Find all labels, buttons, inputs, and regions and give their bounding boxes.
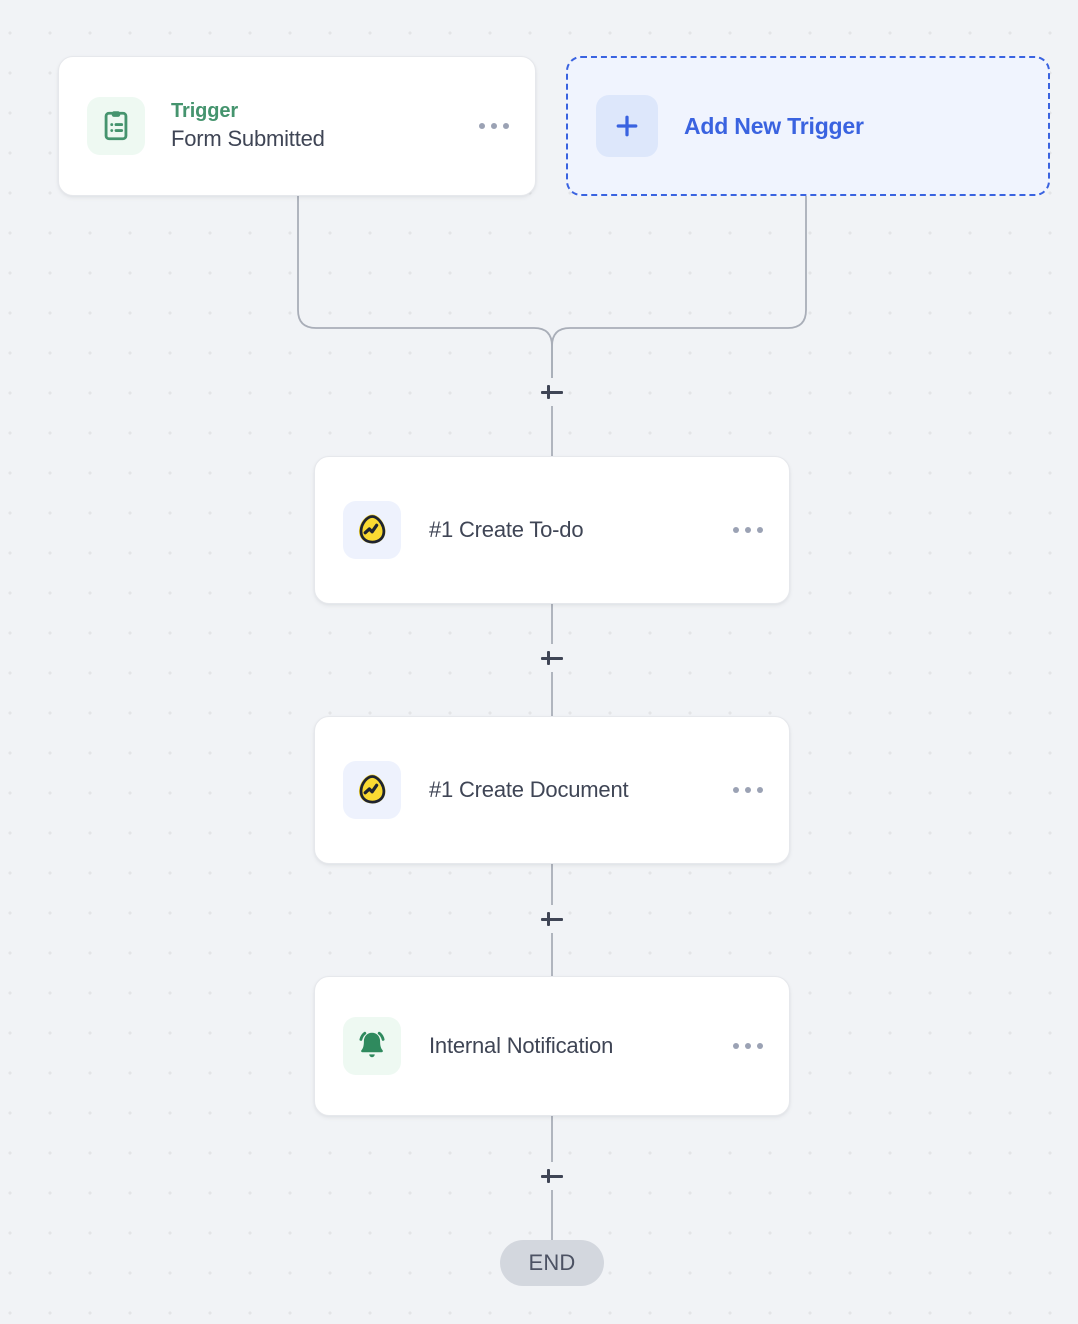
add-step-after-create-document[interactable] [537, 904, 567, 934]
add-step-after-create-todo[interactable] [537, 643, 567, 673]
clipboard-list-icon [87, 97, 145, 155]
node-trigger-title: Form Submitted [171, 125, 325, 151]
add-step-after-trigger[interactable] [537, 377, 567, 407]
node-trigger-more-options-icon[interactable] [473, 113, 515, 139]
end-badge: END [500, 1240, 604, 1286]
node-create-todo-more-options-icon[interactable] [727, 517, 769, 543]
node-create-todo-text: #1 Create To-do [429, 516, 727, 545]
plus-icon [596, 95, 658, 157]
node-internal-notification-more-options-icon[interactable] [727, 1033, 769, 1059]
node-trigger[interactable]: Trigger Form Submitted [58, 56, 536, 196]
bell-ring-icon [343, 1017, 401, 1075]
app-logo-icon [343, 501, 401, 559]
node-create-document[interactable]: #1 Create Document [314, 716, 790, 864]
node-trigger-text: Trigger Form Submitted [171, 99, 473, 153]
add-new-trigger-label: Add New Trigger [684, 112, 864, 139]
node-create-document-text: #1 Create Document [429, 776, 727, 805]
add-new-trigger-button[interactable]: Add New Trigger [566, 56, 1050, 196]
node-internal-notification-title: Internal Notification [429, 1032, 614, 1058]
node-create-document-title: #1 Create Document [429, 776, 629, 802]
add-step-after-internal-notification[interactable] [537, 1161, 567, 1191]
node-create-todo-title: #1 Create To-do [429, 516, 584, 542]
node-trigger-kicker: Trigger [171, 99, 239, 122]
node-internal-notification-text: Internal Notification [429, 1032, 727, 1061]
node-internal-notification[interactable]: Internal Notification [314, 976, 790, 1116]
app-logo-icon [343, 761, 401, 819]
node-create-document-more-options-icon[interactable] [727, 777, 769, 803]
node-create-todo[interactable]: #1 Create To-do [314, 456, 790, 604]
